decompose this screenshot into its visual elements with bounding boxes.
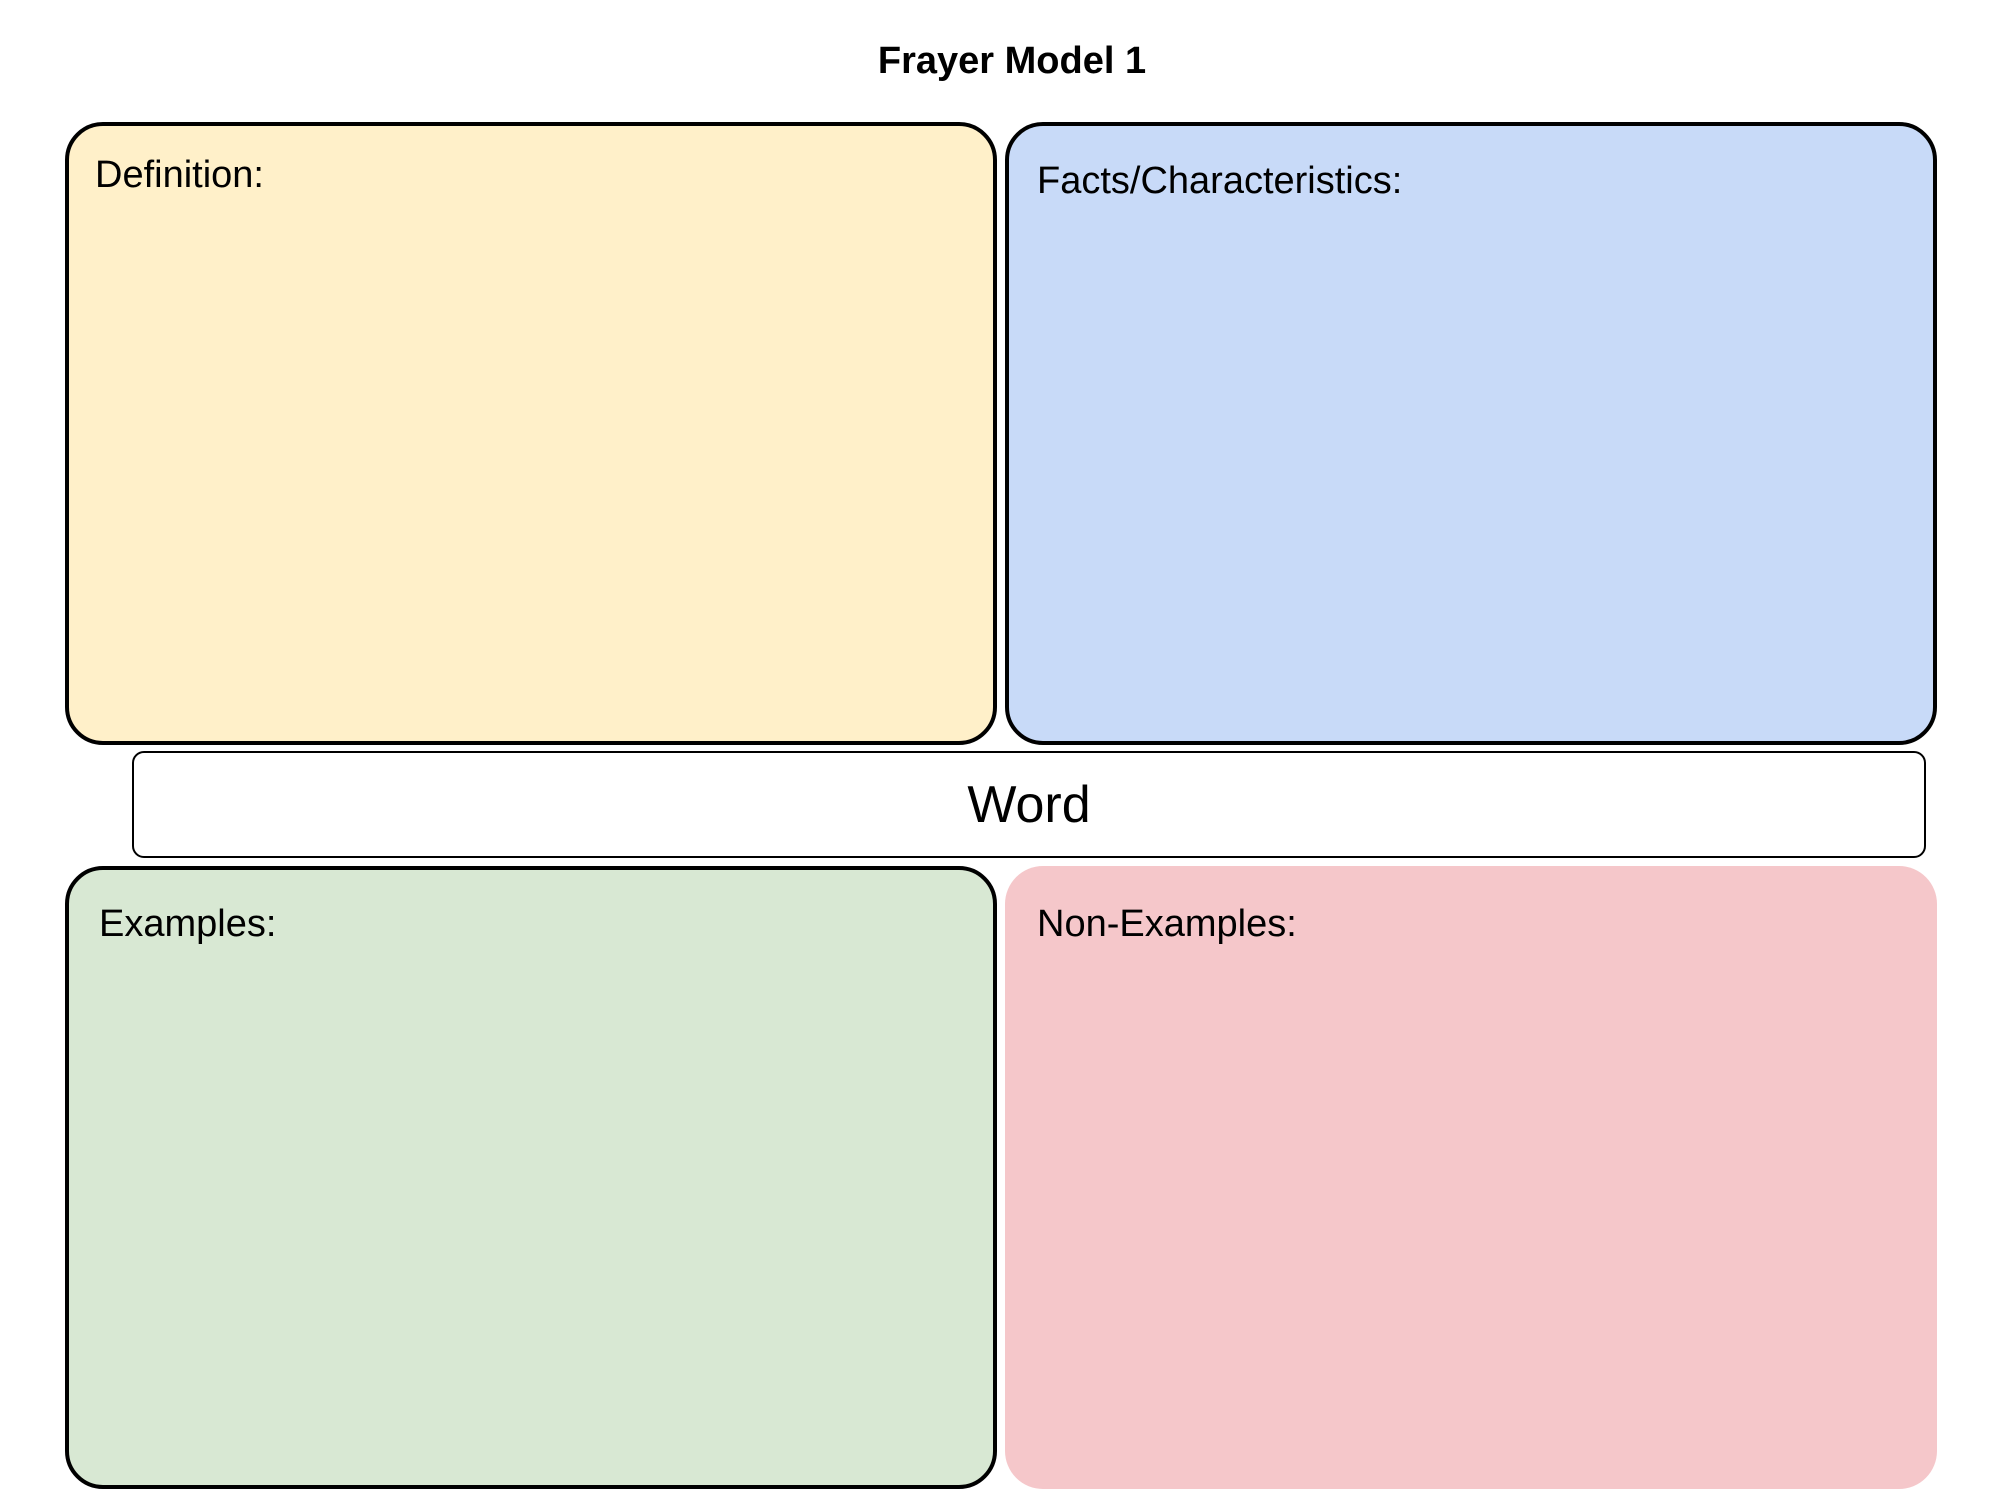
definition-label: Definition: bbox=[95, 154, 264, 196]
page-title: Frayer Model 1 bbox=[877, 40, 1147, 82]
word-box[interactable]: Word bbox=[132, 751, 1926, 858]
non-examples-label: Non-Examples: bbox=[1037, 903, 1297, 945]
facts-characteristics-box[interactable]: Facts/Characteristics: bbox=[1005, 122, 1937, 745]
examples-label: Examples: bbox=[99, 903, 277, 945]
examples-box[interactable]: Examples: bbox=[65, 866, 997, 1489]
non-examples-box[interactable]: Non-Examples: bbox=[1005, 866, 1937, 1489]
facts-characteristics-label: Facts/Characteristics: bbox=[1037, 160, 1403, 202]
word-label: Word bbox=[967, 775, 1091, 834]
definition-box[interactable]: Definition: bbox=[65, 122, 997, 745]
